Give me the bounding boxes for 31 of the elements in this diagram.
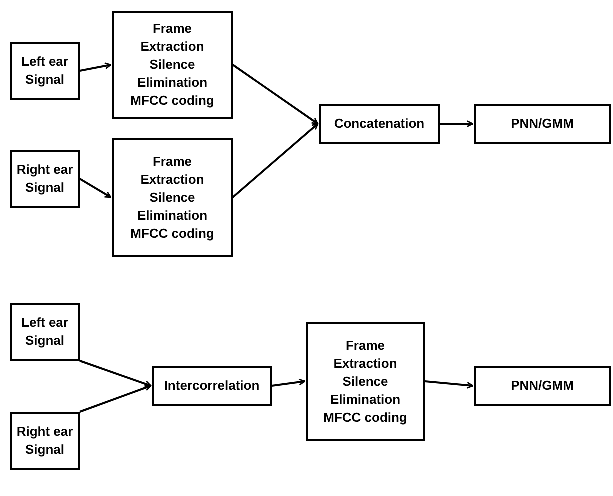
arrow xyxy=(80,360,152,388)
process-box xyxy=(306,322,425,441)
arrow xyxy=(232,64,319,125)
arrow xyxy=(79,178,112,198)
node-label: Right ear Signal xyxy=(16,161,74,197)
signal-box xyxy=(10,42,80,100)
arrow xyxy=(232,123,319,198)
node-label: PNN/GMM xyxy=(511,115,574,133)
process-box xyxy=(319,104,440,144)
classifier-box xyxy=(474,104,611,144)
node-label: Frame Extraction Silence Elimination MFCC coding xyxy=(130,152,216,242)
signal-box xyxy=(10,412,80,470)
node-label: Left ear Signal xyxy=(20,53,70,89)
classifier-box xyxy=(474,366,611,406)
signal-box xyxy=(10,303,80,361)
process-box xyxy=(112,138,233,257)
process-box xyxy=(152,366,272,406)
arrow xyxy=(80,62,112,72)
arrow xyxy=(424,380,474,389)
process-box xyxy=(112,11,233,119)
arrow xyxy=(440,120,474,128)
arrow xyxy=(272,378,306,387)
node-label: Left ear Signal xyxy=(20,314,70,350)
node-label: PNN/GMM xyxy=(511,377,574,395)
arrow xyxy=(80,384,152,413)
node-label: Right ear Signal xyxy=(16,423,74,459)
node-label: Intercorrelation xyxy=(164,377,260,395)
node-label: Concatenation xyxy=(334,115,425,133)
signal-box xyxy=(10,150,80,208)
node-label: Frame Extraction Silence Elimination MFCC coding xyxy=(322,336,408,426)
node-label: Frame Extraction Silence Elimination MFCC coding xyxy=(130,20,216,110)
